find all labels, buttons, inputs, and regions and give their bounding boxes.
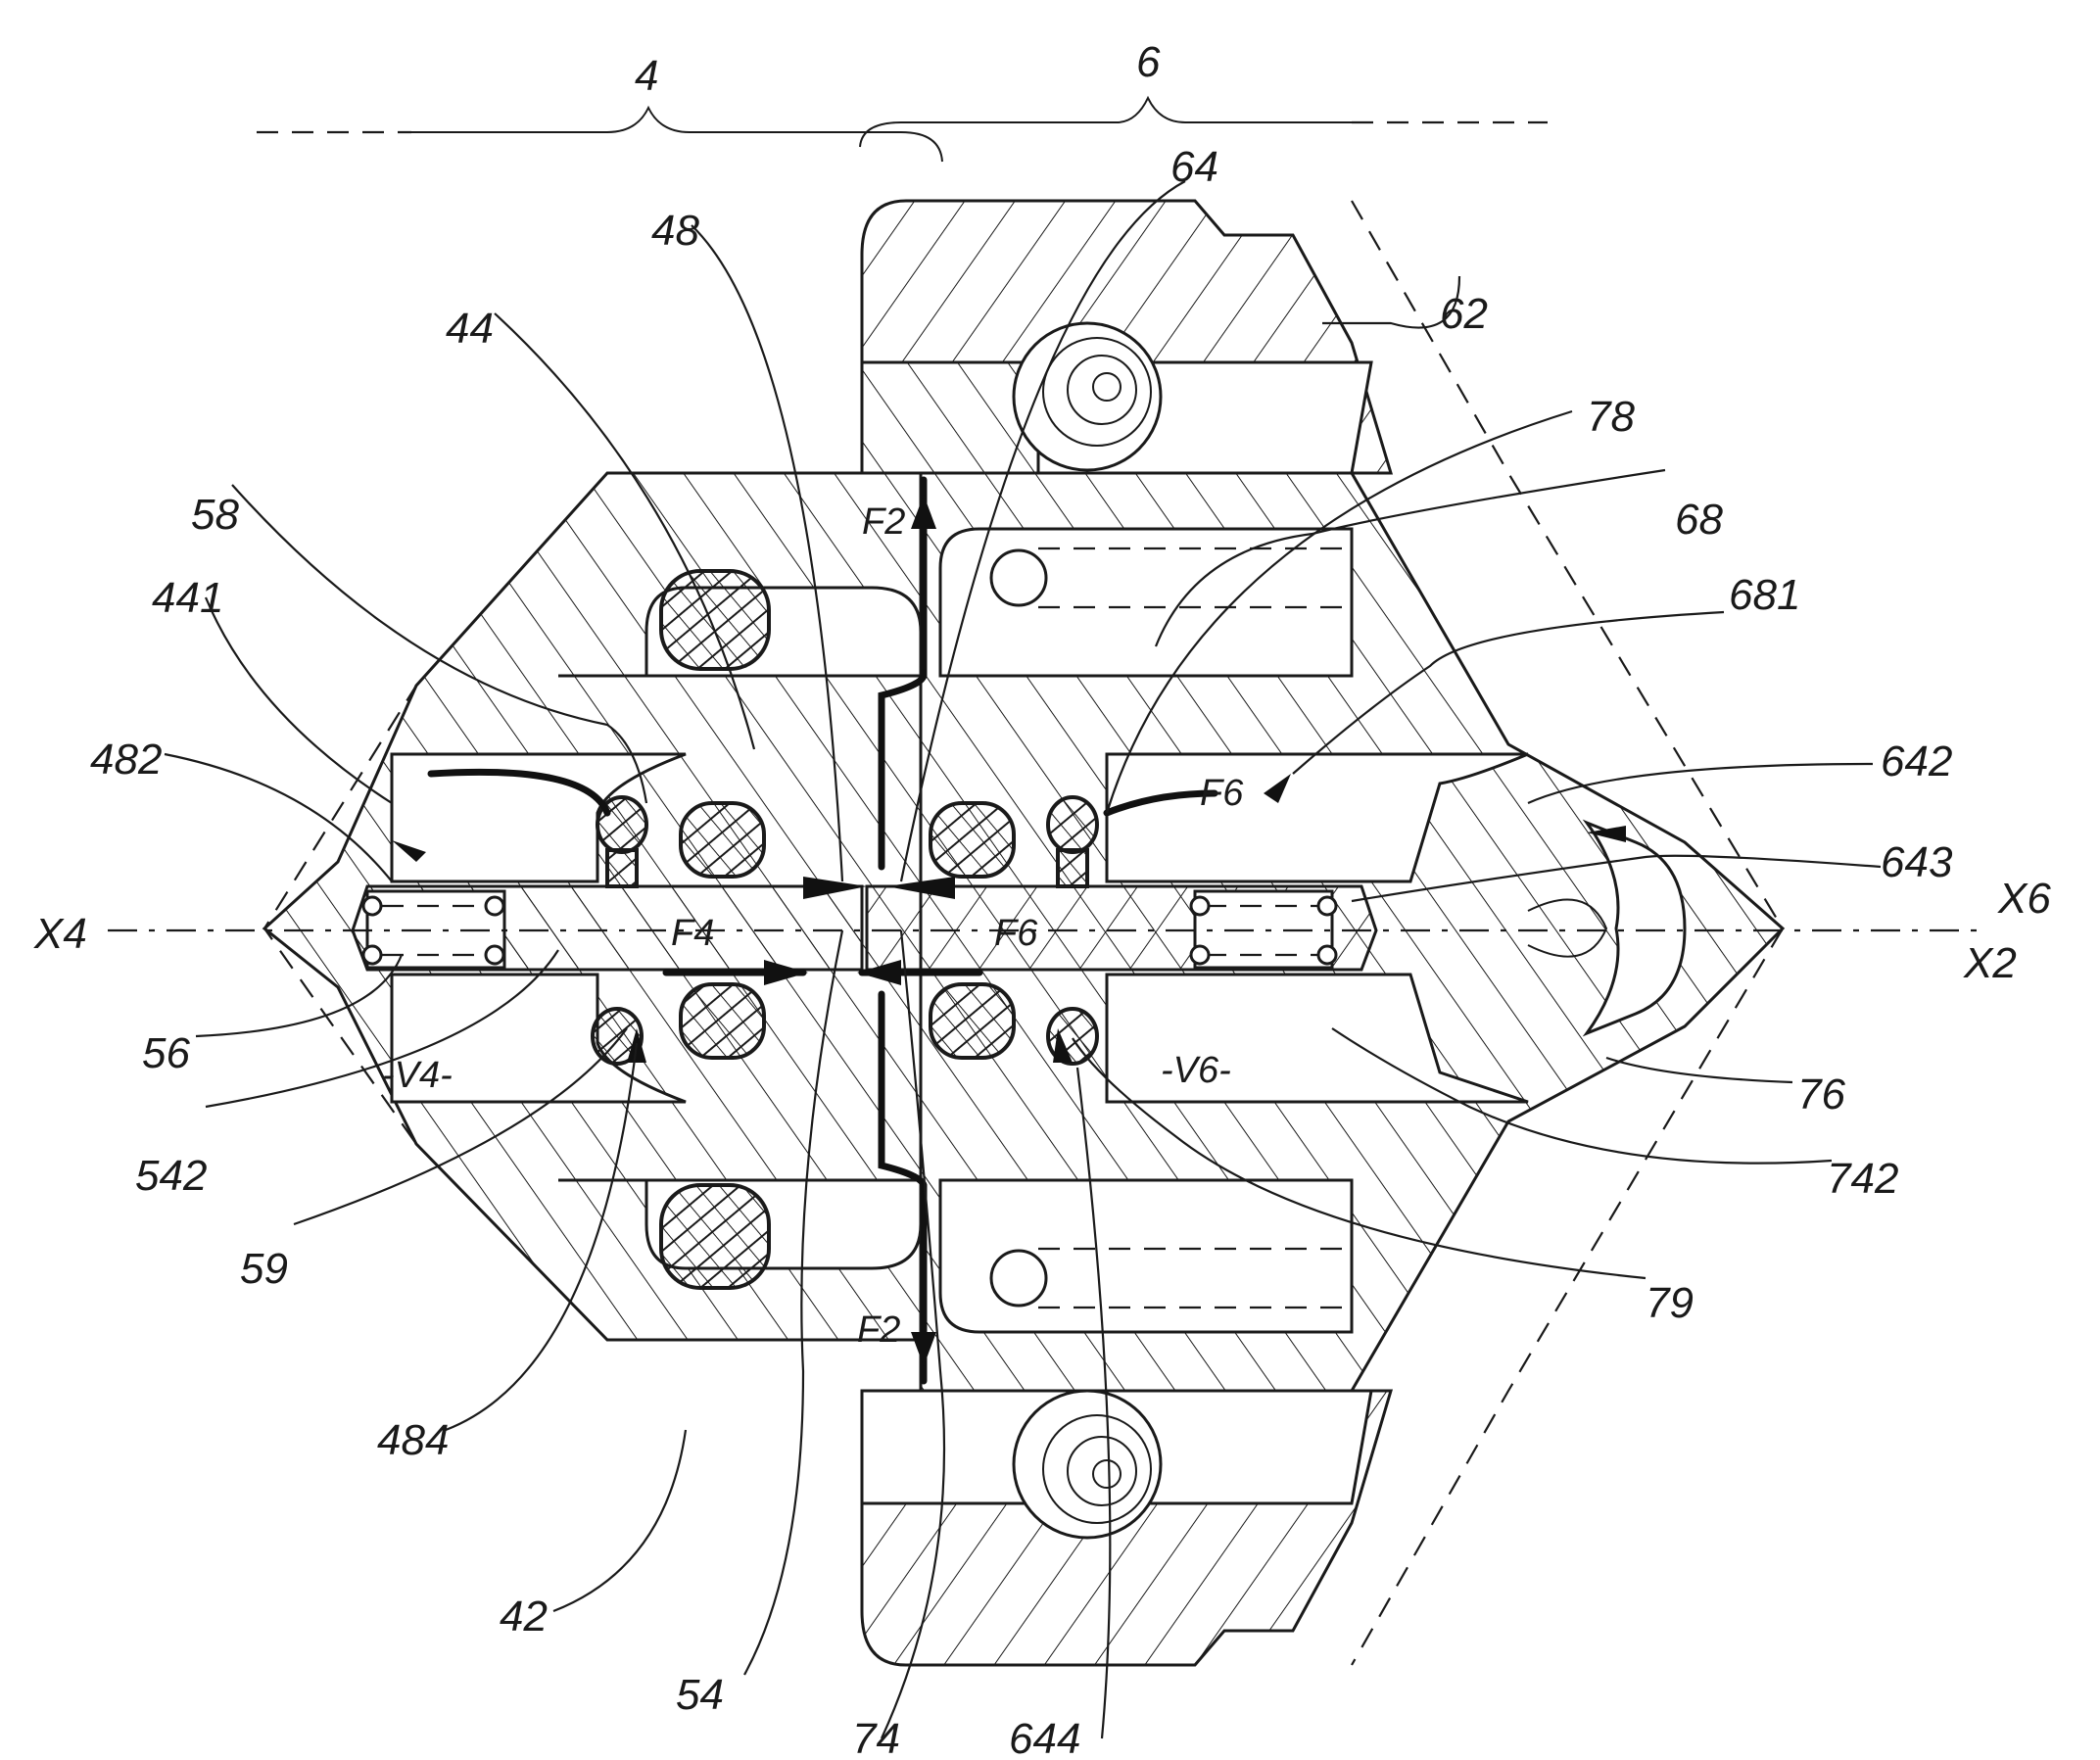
label-ref-542: 542 [135, 1152, 207, 1200]
channels [558, 527, 1354, 1334]
label-ref-42: 42 [500, 1593, 548, 1641]
nozzle-tip-76 [1527, 819, 1687, 1037]
assembly-brace-4 [257, 105, 943, 163]
section-outline-right [1351, 200, 1785, 1666]
label-force-f4: F4 [671, 913, 714, 954]
force-arrows [392, 495, 1626, 1366]
label-ref-441: 441 [152, 574, 223, 622]
section-outline-left [262, 472, 608, 1341]
label-ref-681: 681 [1729, 571, 1800, 619]
label-ref-78: 78 [1587, 393, 1635, 441]
label-ref-68: 68 [1675, 496, 1723, 544]
label-ref-48: 48 [651, 207, 699, 255]
label-axis-x6: X6 [1997, 875, 2051, 923]
label-volume-v6: -V6- [1161, 1050, 1231, 1091]
label-volume-v4: -V4- [382, 1055, 453, 1096]
ring-housing-top [860, 199, 1394, 475]
label-ref-56: 56 [142, 1029, 190, 1077]
locking-ball-bottom [1012, 1389, 1163, 1540]
label-ref-644: 644 [1009, 1715, 1080, 1760]
label-ref-59: 59 [240, 1245, 288, 1293]
label-ref-742: 742 [1827, 1155, 1898, 1203]
label-ref-58: 58 [191, 491, 239, 539]
label-force-f6-upper: F6 [1200, 773, 1244, 814]
assembly-brace-6 [859, 95, 1548, 148]
label-ref-484: 484 [377, 1416, 449, 1464]
label-ref-79: 79 [1646, 1279, 1694, 1327]
mating-faces [427, 476, 1218, 1385]
inner-seals [591, 795, 1099, 1066]
label-force-f2-bottom: F2 [857, 1309, 900, 1351]
label-force-f6-center: F6 [994, 913, 1038, 954]
label-assembly-4: 4 [635, 52, 658, 100]
label-ref-74: 74 [852, 1715, 900, 1760]
label-ref-54: 54 [676, 1671, 724, 1719]
label-axis-x2: X2 [1963, 939, 2017, 987]
locking-ball-top [1012, 321, 1163, 472]
central-bore [351, 752, 1529, 1104]
outer-seals [659, 569, 771, 1290]
label-ref-64: 64 [1170, 143, 1218, 191]
label-assembly-6: 6 [1136, 38, 1161, 86]
label-ref-482: 482 [90, 736, 162, 784]
label-axis-x4: X4 [33, 910, 87, 958]
label-ref-62: 62 [1440, 290, 1488, 338]
label-ref-642: 642 [1881, 737, 1952, 785]
leader-lines [164, 180, 1882, 1739]
label-ref-44: 44 [446, 305, 494, 353]
label-ref-76: 76 [1797, 1070, 1845, 1118]
label-ref-643: 643 [1881, 838, 1953, 886]
label-force-f2-top: F2 [862, 501, 905, 543]
